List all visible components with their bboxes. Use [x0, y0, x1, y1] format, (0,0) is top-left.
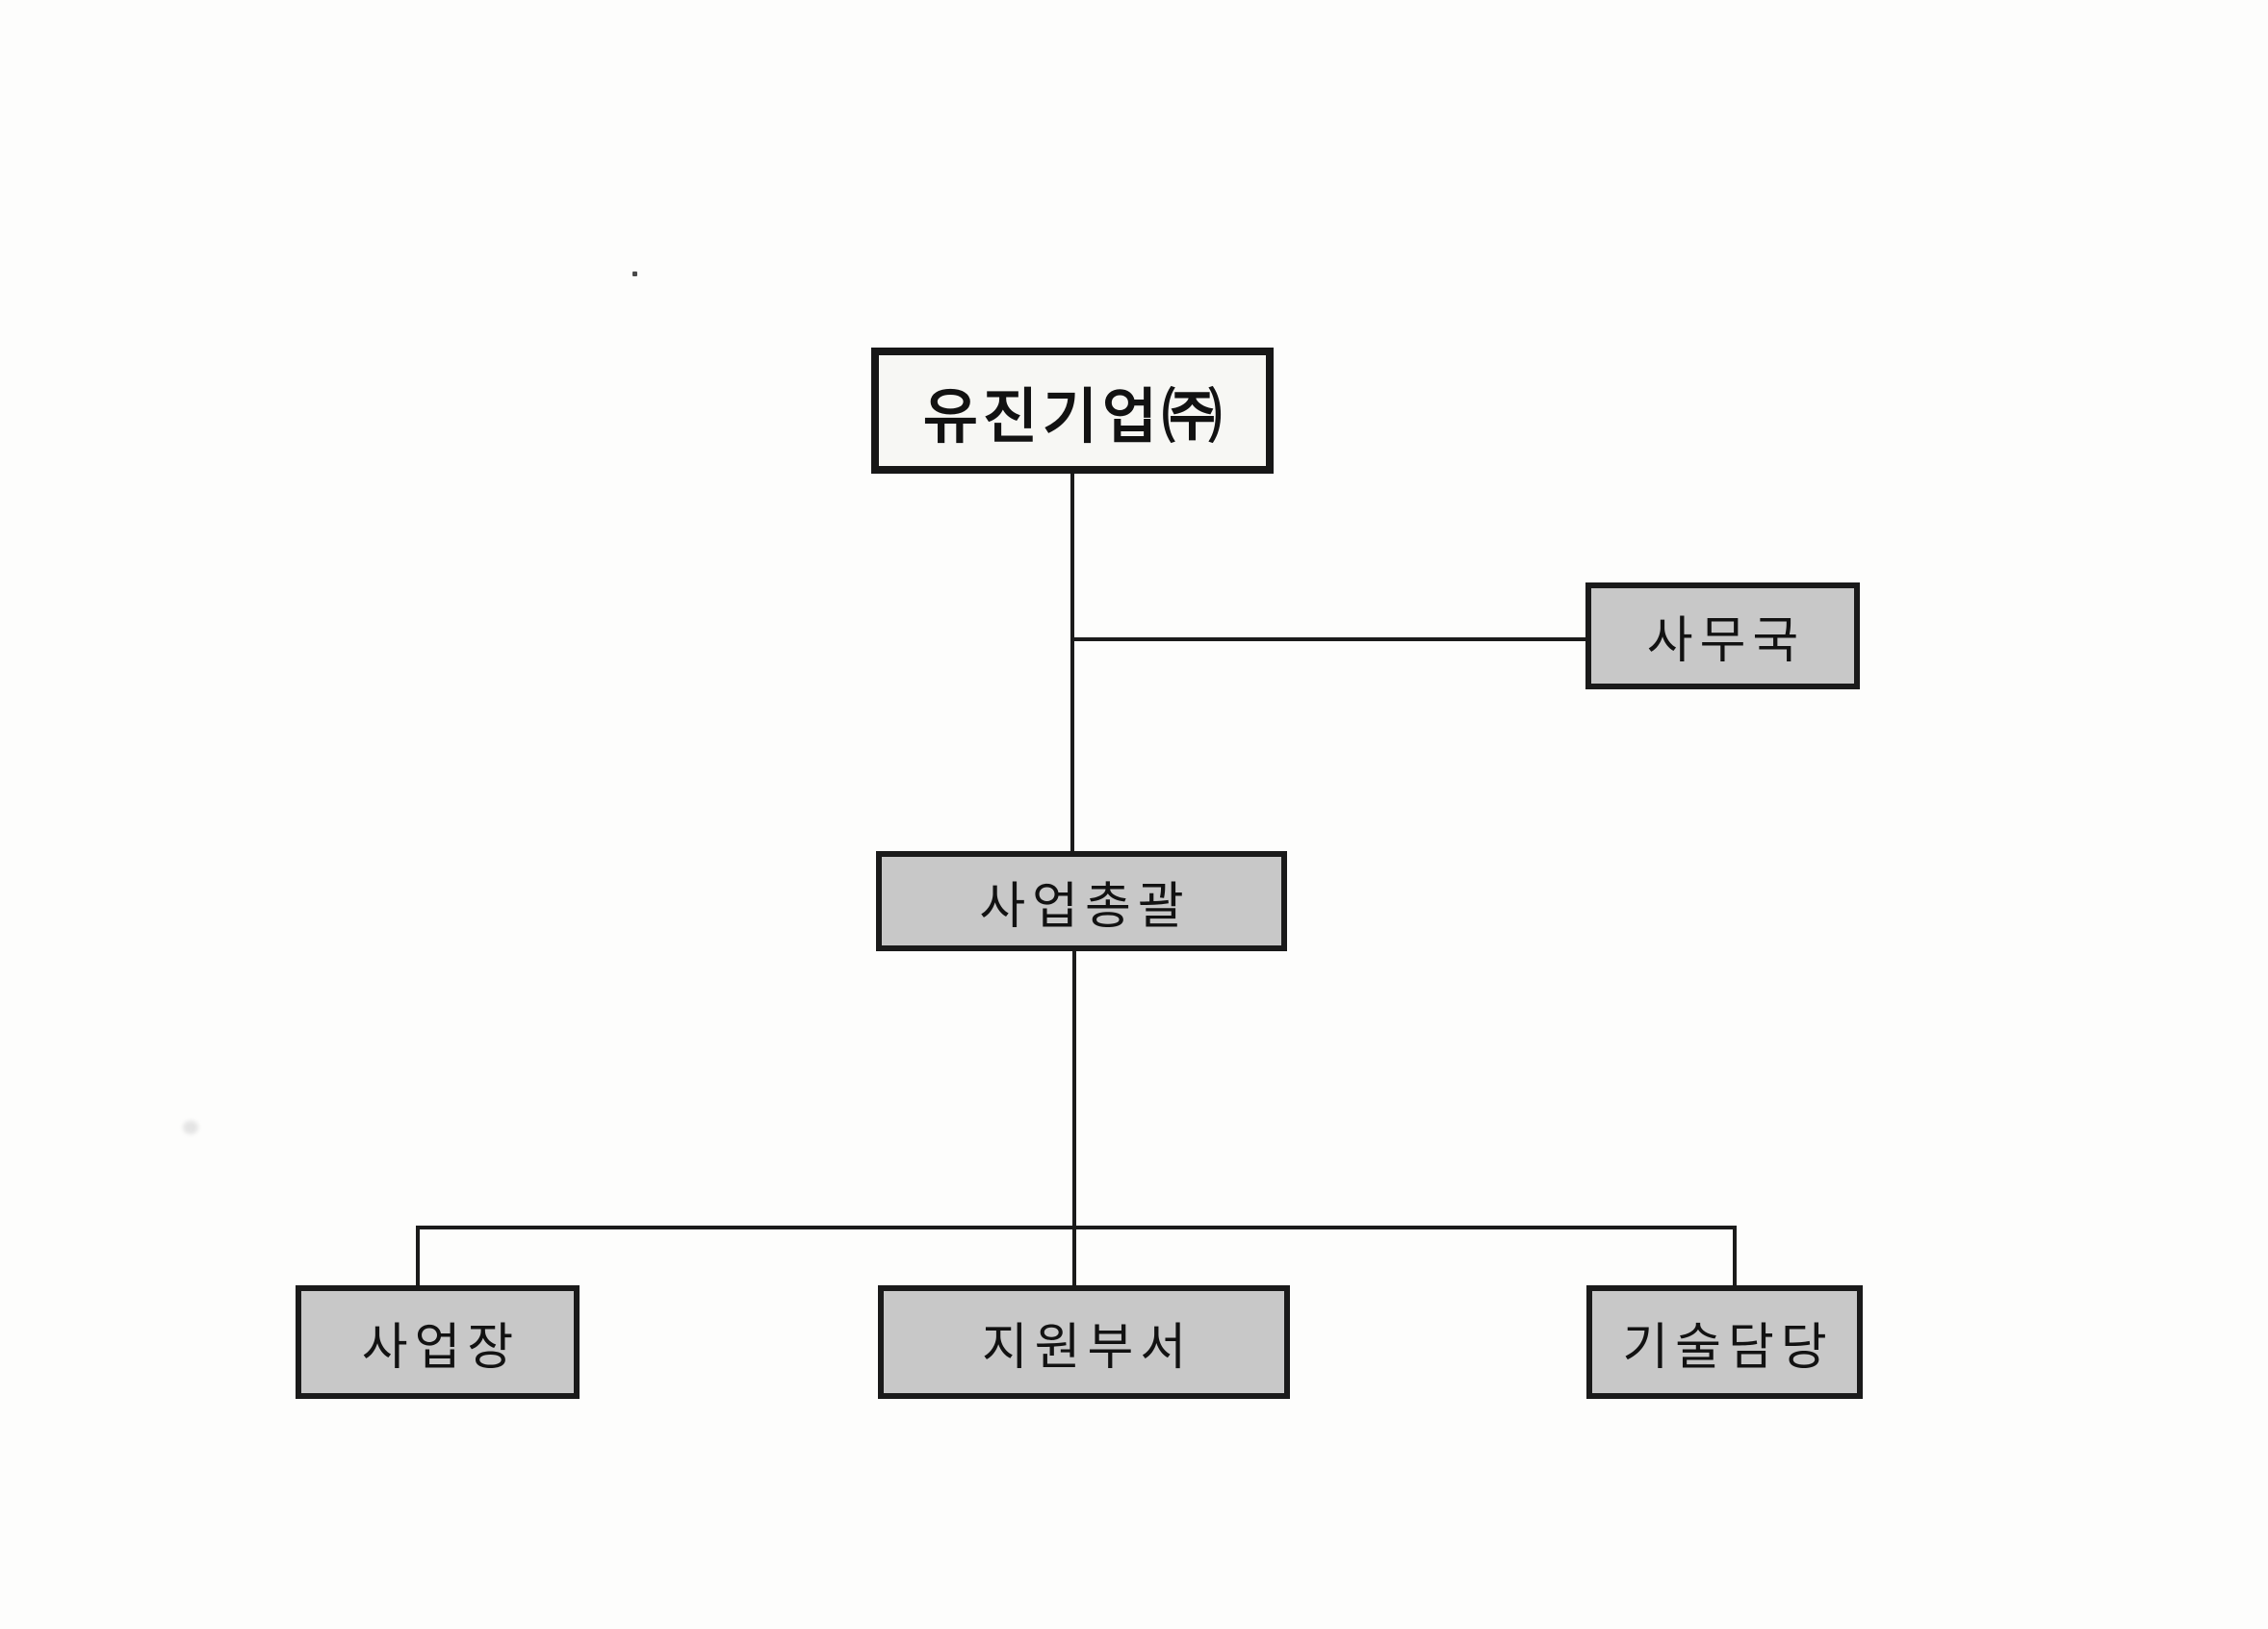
org-node-support-department-label: 지원부서	[981, 1319, 1194, 1376]
connector-general-to-children	[1072, 951, 1076, 1287]
org-node-company: 유진기업㈜	[871, 348, 1274, 474]
org-node-support-department: 지원부서	[878, 1285, 1290, 1399]
scan-speck	[632, 272, 637, 276]
org-node-technical-management-label: 기술담당	[1622, 1319, 1834, 1376]
org-node-company-label: 유진기업㈜	[922, 383, 1227, 451]
org-node-business-site-label: 사업장	[361, 1319, 521, 1376]
connector-branch-to-secretariat	[1072, 637, 1585, 641]
connector-children-horizontal	[416, 1226, 1737, 1229]
org-node-business-site: 사업장	[296, 1285, 580, 1399]
scan-smudge	[183, 1121, 198, 1134]
connector-root-to-general	[1070, 474, 1074, 853]
org-node-technical-management: 기술담당	[1586, 1285, 1863, 1399]
org-node-secretariat-label: 사무국	[1646, 613, 1806, 669]
connector-stub-right-child	[1733, 1226, 1737, 1287]
org-node-general-management-label: 사업총괄	[979, 878, 1191, 935]
connector-stub-left-child	[416, 1226, 420, 1287]
org-node-secretariat: 사무국	[1585, 582, 1860, 689]
org-node-general-management: 사업총괄	[876, 851, 1287, 951]
